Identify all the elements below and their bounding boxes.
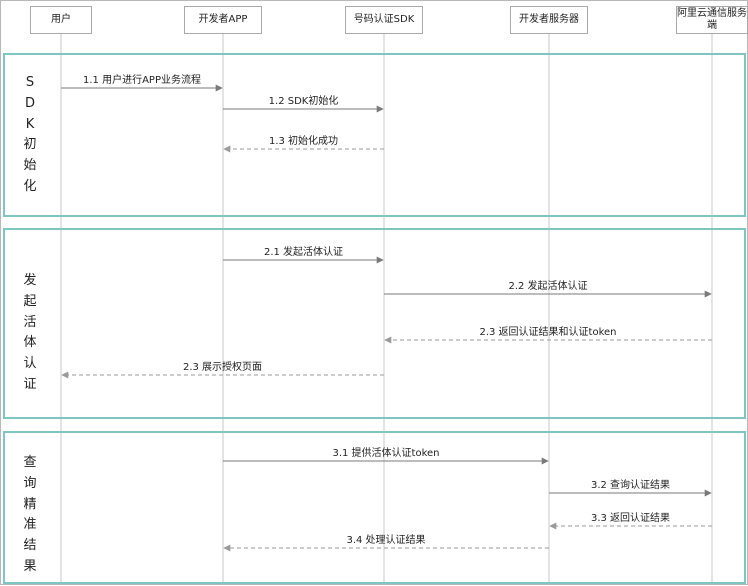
- message-label: 3.3 返回认证结果: [591, 511, 670, 524]
- frame-title-char: 化: [23, 178, 37, 194]
- message-label: 1.2 SDK初始化: [269, 94, 339, 107]
- frame-title-char: 查: [23, 455, 37, 470]
- frame-title-char: 准: [23, 517, 37, 533]
- frame-sdk-init: [3, 53, 746, 217]
- frame-title-char: K: [25, 116, 35, 132]
- actor-auth-sdk: 号码认证SDK: [345, 6, 423, 34]
- message-label: 2.3 展示授权页面: [183, 360, 262, 373]
- message-label: 2.2 发起活体认证: [508, 279, 587, 292]
- frame-title-char: 发: [23, 273, 37, 288]
- frame-title-query-result: 查询精准结果: [5, 453, 55, 578]
- message-label: 1.1 用户进行APP业务流程: [83, 73, 201, 86]
- frame-title-char: 始: [23, 158, 37, 174]
- message-label: 3.4 处理认证结果: [346, 533, 425, 546]
- frame-title-char: S: [25, 75, 35, 90]
- actor-developer-server: 开发者服务器: [510, 6, 588, 34]
- frame-title-char: 认: [23, 356, 37, 372]
- frame-title-char: 起: [23, 293, 37, 309]
- frame-title-char: 初: [23, 137, 37, 153]
- frame-title-liveness-auth: 发起活体认证: [5, 271, 55, 396]
- frame-title-char: 体: [23, 335, 37, 351]
- message-label: 3.1 提供活体认证token: [332, 446, 439, 459]
- frame-title-char: 询: [23, 475, 37, 491]
- frame-title-char: 证: [23, 376, 37, 392]
- frame-liveness-auth: [3, 228, 746, 419]
- actor-aliyun-server: 阿里云通信服务端: [676, 6, 748, 34]
- message-label: 1.3 初始化成功: [269, 134, 338, 147]
- message-label: 2.3 返回认证结果和认证token: [479, 325, 616, 338]
- message-label: 3.2 查询认证结果: [591, 478, 670, 491]
- frame-title-char: 精: [23, 496, 37, 512]
- actor-developer-app: 开发者APP: [184, 6, 262, 34]
- frame-query-result: [3, 431, 746, 584]
- frame-title-char: 果: [23, 558, 37, 574]
- message-label: 2.1 发起活体认证: [264, 245, 343, 258]
- frame-title-char: 活: [23, 314, 37, 330]
- frame-title-char: 结: [23, 538, 37, 554]
- actor-user: 用户: [30, 6, 92, 34]
- frame-title-char: D: [24, 95, 35, 111]
